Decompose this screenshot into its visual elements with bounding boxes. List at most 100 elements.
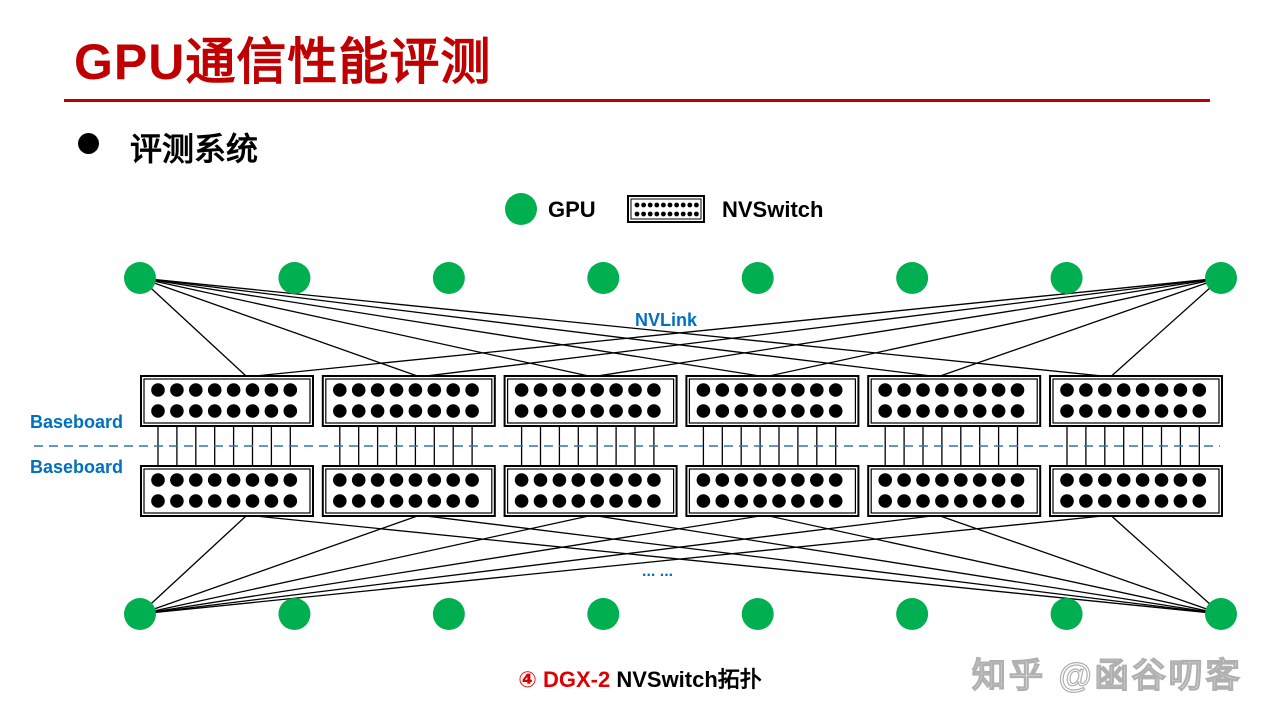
nvswitch-port bbox=[571, 383, 586, 397]
nvswitch-port bbox=[935, 404, 949, 418]
nvswitch-port bbox=[427, 404, 442, 418]
nvswitch-port bbox=[897, 383, 911, 397]
nvlink-line bbox=[377, 277, 1222, 383]
nvswitch-port bbox=[609, 383, 623, 397]
caption-number: ④ bbox=[518, 667, 537, 692]
nvswitch-port bbox=[408, 473, 423, 487]
nvswitch-port bbox=[408, 383, 423, 397]
legend-nvswitch-label: NVSwitch bbox=[722, 197, 823, 222]
nvswitch-port bbox=[1173, 404, 1188, 418]
nvswitch-port bbox=[609, 494, 623, 508]
nvswitch-port bbox=[283, 494, 298, 508]
nvswitch-port bbox=[791, 404, 805, 418]
nvswitch-port bbox=[389, 383, 404, 397]
nvswitch-port bbox=[1098, 404, 1112, 418]
nvswitch-port bbox=[351, 383, 366, 397]
nvswitch-port bbox=[245, 473, 260, 487]
nvswitch-port bbox=[333, 383, 347, 397]
legend-nvswitch-port bbox=[647, 202, 653, 208]
nvswitch-port bbox=[226, 383, 241, 397]
nvswitch-outer-border bbox=[867, 465, 1042, 517]
nvswitch-port bbox=[151, 383, 165, 397]
nvswitch-port bbox=[954, 494, 968, 508]
nvswitch-outer-border bbox=[140, 465, 314, 517]
nvswitch-port bbox=[446, 494, 461, 508]
gpu-bottom bbox=[1050, 598, 1083, 630]
nvswitch-top bbox=[503, 375, 678, 427]
nvswitch-port bbox=[408, 494, 423, 508]
nvswitch-port bbox=[1192, 404, 1207, 418]
gpu-bottom bbox=[278, 598, 311, 630]
nvswitch-port bbox=[427, 494, 442, 508]
nvswitch-outer-border bbox=[1049, 375, 1223, 427]
nvlink-line bbox=[922, 509, 1222, 615]
baseboard-bottom-label: Baseboard bbox=[30, 457, 123, 477]
nvswitch-port bbox=[828, 404, 843, 418]
legend-nvswitch-port bbox=[694, 211, 699, 217]
nvswitch-port bbox=[753, 473, 767, 487]
nvswitch-port bbox=[810, 494, 824, 508]
nvswitch-port bbox=[1079, 404, 1093, 418]
nvswitch-outer-border bbox=[685, 375, 860, 427]
nvswitch-port bbox=[1060, 404, 1074, 418]
nvswitch-outer-border bbox=[867, 375, 1042, 427]
nvswitch-top bbox=[140, 375, 314, 427]
watermark: 知乎 @函谷叨客 bbox=[971, 656, 1243, 695]
nvswitch-inner-border bbox=[507, 378, 675, 424]
nvswitch-port bbox=[1116, 473, 1131, 487]
legend-nvswitch-port bbox=[680, 211, 686, 217]
nvswitch-port bbox=[753, 404, 767, 418]
gpu-bottom bbox=[432, 598, 465, 630]
legend-nvswitch-icon bbox=[627, 195, 705, 223]
nvswitch-inner-border bbox=[688, 378, 857, 424]
nvlink-line bbox=[377, 509, 1222, 615]
nvswitch-port bbox=[370, 404, 385, 418]
nvswitch-port bbox=[1116, 383, 1131, 397]
nvswitch-port bbox=[590, 473, 604, 487]
legend-nvswitch-port bbox=[661, 211, 666, 217]
nvswitch-port bbox=[333, 494, 347, 508]
nvlink-line bbox=[139, 509, 435, 615]
nvswitch-port bbox=[226, 404, 241, 418]
nvlink-line bbox=[559, 509, 1222, 615]
nvswitch-port bbox=[264, 404, 279, 418]
legend-nvswitch-port bbox=[687, 202, 693, 208]
nvswitch-port bbox=[916, 383, 930, 397]
nvswitch-inner-border bbox=[507, 468, 675, 514]
nvswitch-port bbox=[935, 383, 949, 397]
nvswitch-outer-border bbox=[140, 375, 314, 427]
nvswitch-outer-border bbox=[1049, 465, 1223, 517]
nvswitch-port bbox=[1173, 473, 1188, 487]
nvswitch-top bbox=[321, 375, 496, 427]
nvswitch-port bbox=[1060, 473, 1074, 487]
nvlink-line bbox=[139, 277, 435, 383]
legend-gpu-label: GPU bbox=[548, 197, 596, 222]
nvswitch-port bbox=[810, 383, 824, 397]
nvswitch-port bbox=[897, 404, 911, 418]
nvswitch-port bbox=[427, 473, 442, 487]
nvlink-line bbox=[139, 509, 617, 615]
gpu-top bbox=[432, 262, 465, 294]
nvswitch-port bbox=[1060, 494, 1074, 508]
nvswitch-port bbox=[151, 473, 165, 487]
nvswitch-outer-border bbox=[685, 465, 860, 517]
nvswitch-inner-border bbox=[143, 378, 311, 424]
nvswitch-port bbox=[189, 404, 203, 418]
nvswitch-port bbox=[465, 473, 479, 487]
nvswitch-inner-border bbox=[688, 468, 857, 514]
nvswitch-port bbox=[333, 473, 347, 487]
nvlink-line bbox=[741, 277, 1222, 383]
nvlink-line bbox=[139, 509, 253, 615]
nvswitch-top bbox=[867, 375, 1042, 427]
gpu-top bbox=[587, 262, 620, 294]
nvswitch-port bbox=[734, 494, 748, 508]
nvswitch-port bbox=[715, 473, 730, 487]
nvswitch-port bbox=[715, 383, 730, 397]
nvlink-line bbox=[741, 509, 1222, 615]
nvswitch-port bbox=[370, 383, 385, 397]
nvswitch-port bbox=[1116, 404, 1131, 418]
nvswitch-port bbox=[333, 404, 347, 418]
nvlink-label: NVLink bbox=[635, 310, 698, 330]
nvswitch-port bbox=[772, 404, 786, 418]
nvswitch-inner-border bbox=[1052, 468, 1220, 514]
